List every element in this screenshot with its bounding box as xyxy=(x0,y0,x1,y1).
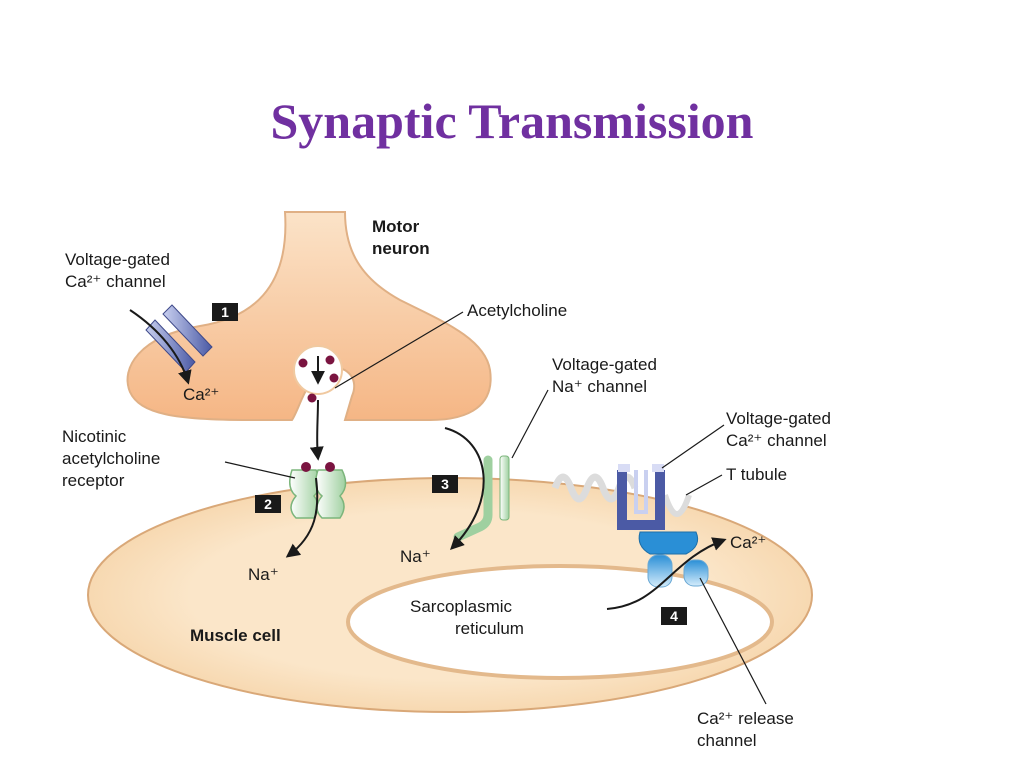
ca-release-channel-label-line2: channel xyxy=(697,731,757,750)
muscle-cell-label: Muscle cell xyxy=(190,626,281,645)
ca-release-channel-label-line1: Ca²⁺ release xyxy=(697,709,794,728)
vg-ca-channel-right-label-line1: Voltage-gated xyxy=(726,409,831,428)
nicotinic-receptor-label-line3: receptor xyxy=(62,471,125,490)
svg-text:1: 1 xyxy=(221,304,229,320)
step-4-badge: 4 xyxy=(661,607,687,625)
motor-neuron-label-line1: Motor xyxy=(372,217,420,236)
ca-right-label: Ca²⁺ xyxy=(730,533,766,552)
ca-top-label: Ca²⁺ xyxy=(183,385,219,404)
synaptic-vesicle xyxy=(293,345,343,403)
step-1-badge: 1 xyxy=(212,303,238,321)
voltage-gated-ca-channel-top xyxy=(129,304,213,385)
vg-ca-channel-right-label-line2: Ca²⁺ channel xyxy=(726,431,827,450)
step-3-badge: 3 xyxy=(432,475,458,493)
na-mid-label: Na⁺ xyxy=(400,547,431,566)
leader-lines xyxy=(224,311,767,705)
motor-neuron-label-line2: neuron xyxy=(372,239,430,258)
voltage-gated-ca-channel-right xyxy=(617,464,665,530)
voltage-gated-na-channel xyxy=(444,427,510,550)
nicotinic-receptor-shape xyxy=(285,462,347,558)
ach-diffusion-arrow xyxy=(309,399,324,461)
svg-text:4: 4 xyxy=(670,608,678,624)
acetylcholine-label: Acetylcholine xyxy=(467,301,567,320)
page-title: Synaptic Transmission xyxy=(270,93,754,149)
vg-ca-channel-top-label-line1: Voltage-gated xyxy=(65,250,170,269)
ca-release-channel-shape xyxy=(606,531,727,610)
t-tubule-label: T tubule xyxy=(726,465,787,484)
svg-text:3: 3 xyxy=(441,476,449,492)
vg-na-channel-label-line2: Na⁺ channel xyxy=(552,377,647,396)
step-2-badge: 2 xyxy=(255,495,281,513)
sarcoplasmic-reticulum-shape xyxy=(346,564,774,680)
sarcoplasmic-reticulum-label-line2: reticulum xyxy=(455,619,524,638)
vg-ca-channel-top-label-line2: Ca²⁺ channel xyxy=(65,272,166,291)
na-left-label: Na⁺ xyxy=(248,565,279,584)
nicotinic-receptor-label-line2: acetylcholine xyxy=(62,449,160,468)
svg-text:2: 2 xyxy=(264,496,272,512)
vg-na-channel-label-line1: Voltage-gated xyxy=(552,355,657,374)
sarcoplasmic-reticulum-label-line1: Sarcoplasmic xyxy=(410,597,513,616)
nicotinic-receptor-label-line1: Nicotinic xyxy=(62,427,127,446)
